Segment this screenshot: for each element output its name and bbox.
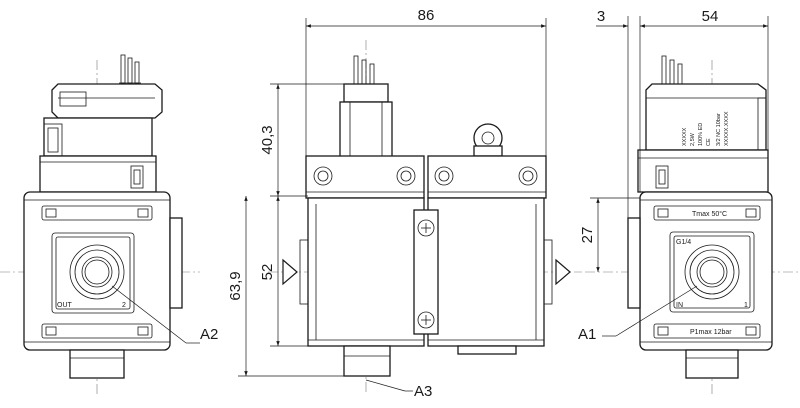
right-top-strip — [653, 205, 761, 221]
flow-arrow-right-icon — [555, 258, 571, 286]
coil-text-2: 2,5W — [690, 132, 696, 146]
left-connector-pins — [119, 54, 141, 84]
bottom-fitting-right — [457, 345, 517, 355]
left-cover — [39, 155, 157, 193]
right-connector-pins — [660, 55, 684, 85]
dim-54-text: 54 — [702, 8, 719, 25]
center-view: A3 86 40,3 63,9 52 — [227, 7, 582, 400]
left-side-lug — [169, 217, 183, 309]
body-module-left — [307, 197, 425, 347]
dim-27-text: 27 — [579, 227, 596, 244]
dim-639-text: 63,9 — [227, 271, 244, 300]
center-solenoid-cap — [343, 83, 389, 103]
dim-86-text: 86 — [418, 7, 435, 24]
dim-52-text: 52 — [259, 264, 276, 281]
bottom-fitting-left — [343, 345, 391, 377]
flow-arrow-left-icon — [282, 258, 298, 286]
body-module-right — [427, 197, 545, 347]
left-top-strip — [41, 205, 153, 221]
left-port-outer — [69, 244, 125, 300]
side-port-left — [299, 239, 309, 305]
right-bottom-strip — [653, 323, 761, 339]
left-solenoid-head — [51, 83, 163, 119]
center-connector-pins — [352, 55, 378, 85]
flange-right — [427, 155, 547, 199]
center-solenoid-tube — [339, 101, 393, 158]
right-port-outer — [684, 244, 740, 300]
left-port-number: 2 — [122, 302, 126, 309]
thread-label: G1/4 — [676, 239, 691, 246]
left-bottom-strip — [41, 323, 153, 339]
flange-left — [305, 155, 425, 199]
dim-3-text: 3 — [597, 8, 605, 25]
right-cover — [637, 149, 769, 193]
left-view: OUT 2 A2 — [0, 54, 218, 395]
right-port-plate — [669, 231, 755, 313]
a2-leader — [111, 285, 187, 344]
left-port-label: OUT — [57, 302, 73, 309]
pmax-label: P1max 12bar — [690, 329, 732, 336]
callout-a3: A3 — [414, 383, 432, 400]
right-view: XXXXX 2,5W 100% ED CE 3/2 NC 10bar XXXXX… — [578, 8, 800, 395]
tmax-label: Tmax 50°C — [692, 210, 727, 218]
left-solenoid-cap — [59, 91, 87, 107]
coil-text-3: 100% ED — [698, 123, 704, 146]
side-port-right — [543, 239, 553, 305]
left-port-plate — [51, 232, 135, 314]
right-bottom-fitting — [685, 349, 739, 379]
a3-leader — [365, 379, 406, 392]
right-side-lug — [627, 217, 641, 309]
right-port-inner — [696, 256, 728, 288]
right-port-number: 1 — [744, 302, 748, 309]
left-bottom-fitting — [69, 349, 125, 379]
left-port-inner — [81, 256, 113, 288]
callout-a1: A1 — [578, 326, 596, 343]
coil-text-5: XXXXX.XXXX — [724, 111, 730, 146]
right-port-label: IN — [676, 302, 683, 309]
coil-label: XXXXX 2,5W 100% ED CE 3/2 NC 10bar XXXXX… — [682, 111, 730, 146]
dim-403-text: 40,3 — [259, 125, 276, 154]
a1-leader — [615, 285, 698, 337]
coil-text-4: 3/2 NC 10bar — [716, 113, 722, 146]
ce-mark-icon: CE — [706, 138, 712, 146]
coil-text-1: XXXXX — [682, 127, 688, 146]
callout-a2: A2 — [200, 326, 218, 343]
